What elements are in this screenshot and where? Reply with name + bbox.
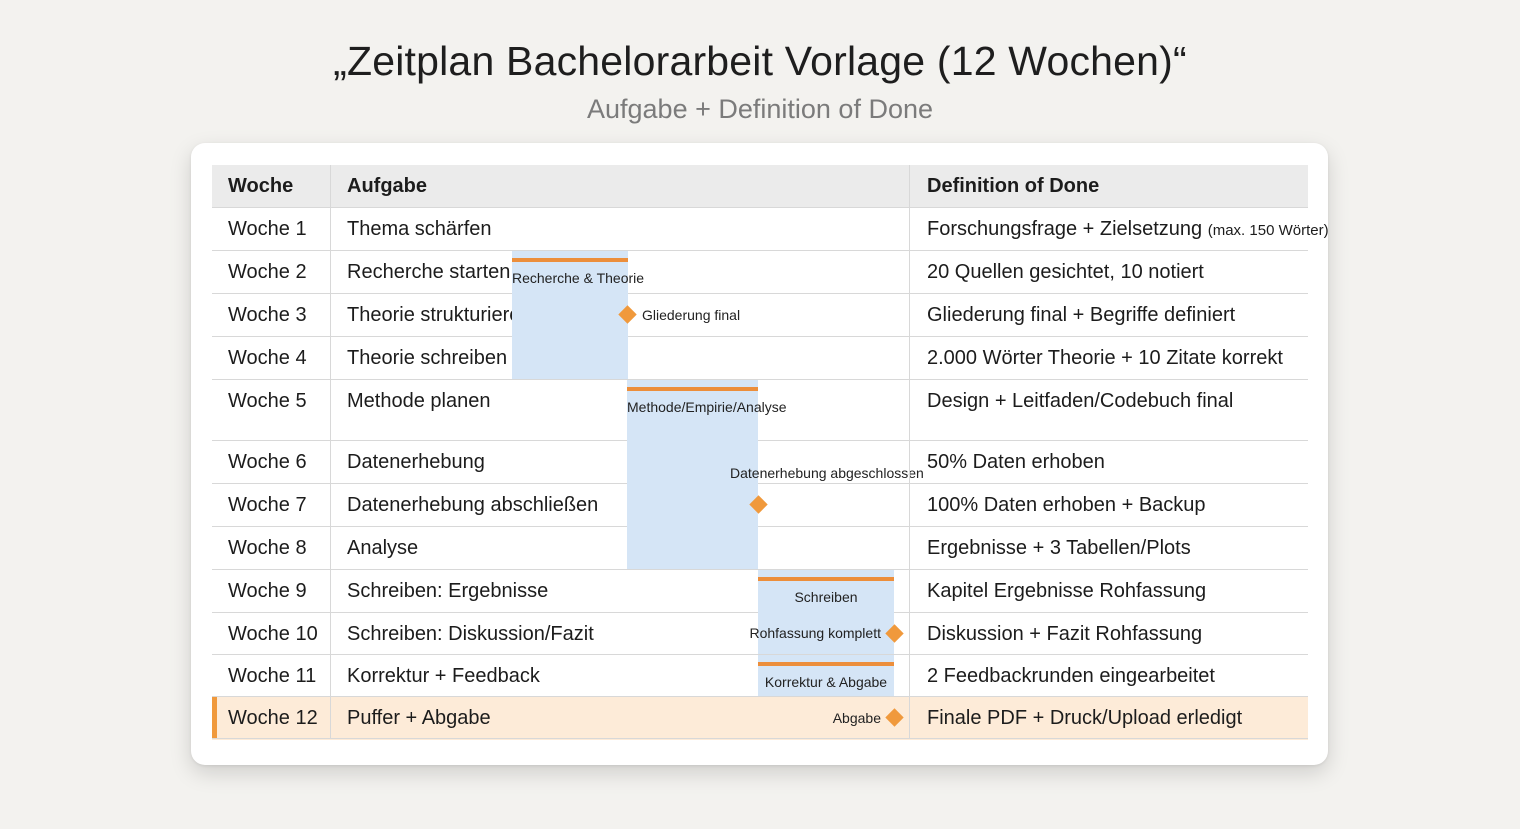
phase-bar bbox=[758, 570, 894, 654]
milestone-label: Rohfassung komplett bbox=[749, 625, 881, 641]
table-row bbox=[212, 483, 1308, 527]
phase-bar-marker bbox=[758, 662, 894, 666]
cell-definition-of-done: 2.000 Wörter Theorie + 10 Zitate korrekt bbox=[927, 345, 1283, 371]
table-row bbox=[212, 379, 1308, 441]
table-row bbox=[212, 654, 1308, 697]
cell-task: Methode planen bbox=[347, 390, 491, 412]
schedule-table: Woche 1 Thema schärfen Forschungsfrage + Z… bbox=[212, 165, 1329, 740]
table-row bbox=[212, 336, 1308, 380]
cell-definition-of-done: 100% Daten erhoben + Backup bbox=[927, 492, 1206, 518]
table-row bbox=[212, 440, 1308, 484]
cell-task: Theorie schreiben bbox=[347, 347, 508, 369]
table-row bbox=[212, 569, 1308, 613]
milestone-label: Gliederung final bbox=[642, 306, 741, 323]
dod-text: Gliederung final + Begriffe definiert bbox=[927, 304, 1236, 326]
cell-definition-of-done: Diskussion + Fazit Rohfassung bbox=[927, 621, 1202, 647]
cell-week: Woche 11 bbox=[228, 665, 317, 687]
cell-definition-of-done: 50% Daten erhoben bbox=[927, 449, 1105, 475]
table-row bbox=[212, 526, 1308, 570]
cell-task: Theorie strukturieren bbox=[347, 304, 532, 326]
cell-task: Analyse bbox=[347, 537, 419, 559]
dod-text: Design + Leitfaden/Codebuch final bbox=[927, 390, 1234, 412]
table-row bbox=[212, 696, 1308, 740]
table-bottom-border bbox=[212, 738, 1308, 739]
dod-text: 2 Feedbackrunden eingearbeitet bbox=[927, 665, 1215, 687]
cell-week: Woche 2 bbox=[228, 261, 307, 283]
cell-task: Datenerhebung bbox=[347, 451, 485, 473]
phase-label: Methode/Empirie/Analyse bbox=[627, 399, 787, 415]
row-highlight-accent bbox=[212, 697, 217, 739]
phase-label: Korrektur & Abgabe bbox=[764, 674, 888, 690]
cell-week: Woche 1 bbox=[228, 218, 307, 240]
page-title: „Zeitplan Bachelorarbeit Vorlage (12 Woc… bbox=[333, 38, 1187, 84]
table-header bbox=[212, 165, 1308, 207]
dod-text: Kapitel Ergebnisse Rohfassung bbox=[927, 580, 1207, 602]
cell-definition-of-done: Design + Leitfaden/Codebuch final bbox=[927, 388, 1233, 414]
cell-week: Woche 9 bbox=[228, 580, 307, 602]
phase-label: Recherche & Theorie bbox=[512, 270, 645, 286]
cell-week: Woche 8 bbox=[228, 537, 307, 559]
cell-definition-of-done: Ergebnisse + 3 Tabellen/Plots bbox=[927, 535, 1191, 561]
cell-definition-of-done: 2 Feedbackrunden eingearbeitet bbox=[927, 663, 1215, 689]
phase-bar-marker bbox=[512, 258, 628, 262]
dod-text: Ergebnisse + 3 Tabellen/Plots bbox=[927, 537, 1191, 559]
dod-text: 2.000 Wörter Theorie + 10 Zitate korrekt bbox=[927, 347, 1283, 369]
cell-definition-of-done: Forschungsfrage + Zielsetzung (max. 150 … bbox=[927, 216, 1329, 244]
cell-task: Puffer + Abgabe bbox=[347, 707, 491, 729]
dod-text: Finale PDF + Druck/Upload erledigt bbox=[927, 707, 1243, 729]
dod-text: Forschungsfrage + Zielsetzung bbox=[927, 218, 1203, 240]
cell-week: Woche 6 bbox=[228, 451, 307, 473]
cell-definition-of-done: Finale PDF + Druck/Upload erledigt bbox=[927, 705, 1242, 731]
header-definition-of-done: Definition of Done bbox=[927, 175, 1100, 197]
cell-task: Schreiben: Diskussion/Fazit bbox=[347, 623, 594, 645]
cell-definition-of-done: Kapitel Ergebnisse Rohfassung bbox=[927, 578, 1206, 604]
dod-text: Diskussion + Fazit Rohfassung bbox=[927, 623, 1203, 645]
dod-note: (max. 150 Wörter) bbox=[1207, 222, 1329, 239]
cell-definition-of-done: 20 Quellen gesichtet, 10 notiert bbox=[927, 259, 1204, 285]
header-task: Aufgabe bbox=[347, 175, 427, 197]
dod-text: 100% Daten erhoben + Backup bbox=[927, 494, 1206, 516]
table-row bbox=[212, 293, 1308, 337]
phase-bar-marker bbox=[627, 387, 758, 391]
milestone-label: Abgabe bbox=[832, 709, 881, 726]
cell-week: Woche 12 bbox=[228, 707, 318, 729]
dod-text: 20 Quellen gesichtet, 10 notiert bbox=[927, 261, 1204, 283]
phase-bar bbox=[758, 655, 894, 696]
cell-week: Woche 7 bbox=[228, 494, 307, 516]
table-row bbox=[212, 250, 1308, 294]
header-week: Woche bbox=[228, 175, 294, 197]
cell-task: Recherche starten bbox=[347, 261, 511, 283]
cell-week: Woche 4 bbox=[228, 347, 307, 369]
dod-text: 50% Daten erhoben bbox=[927, 451, 1105, 473]
cell-task: Korrektur + Feedback bbox=[347, 665, 540, 687]
cell-week: Woche 5 bbox=[228, 390, 307, 412]
page-subtitle: Aufgabe + Definition of Done bbox=[587, 94, 933, 124]
table-row bbox=[212, 207, 1308, 251]
phase-bar bbox=[512, 251, 628, 379]
cell-task: Thema schärfen bbox=[347, 218, 492, 240]
cell-week: Woche 3 bbox=[228, 304, 307, 326]
phase-bar bbox=[627, 380, 758, 569]
cell-task: Datenerhebung abschließen bbox=[347, 494, 599, 516]
cell-week: Woche 10 bbox=[228, 623, 318, 645]
phase-bar-marker bbox=[758, 577, 894, 581]
column-divider bbox=[909, 165, 910, 739]
milestone-label: Datenerhebung abgeschlossen bbox=[730, 464, 924, 481]
phase-label: Schreiben bbox=[794, 589, 858, 605]
cell-task: Schreiben: Ergebnisse bbox=[347, 580, 549, 602]
column-divider bbox=[330, 165, 331, 739]
cell-definition-of-done: Gliederung final + Begriffe definiert bbox=[927, 302, 1235, 328]
